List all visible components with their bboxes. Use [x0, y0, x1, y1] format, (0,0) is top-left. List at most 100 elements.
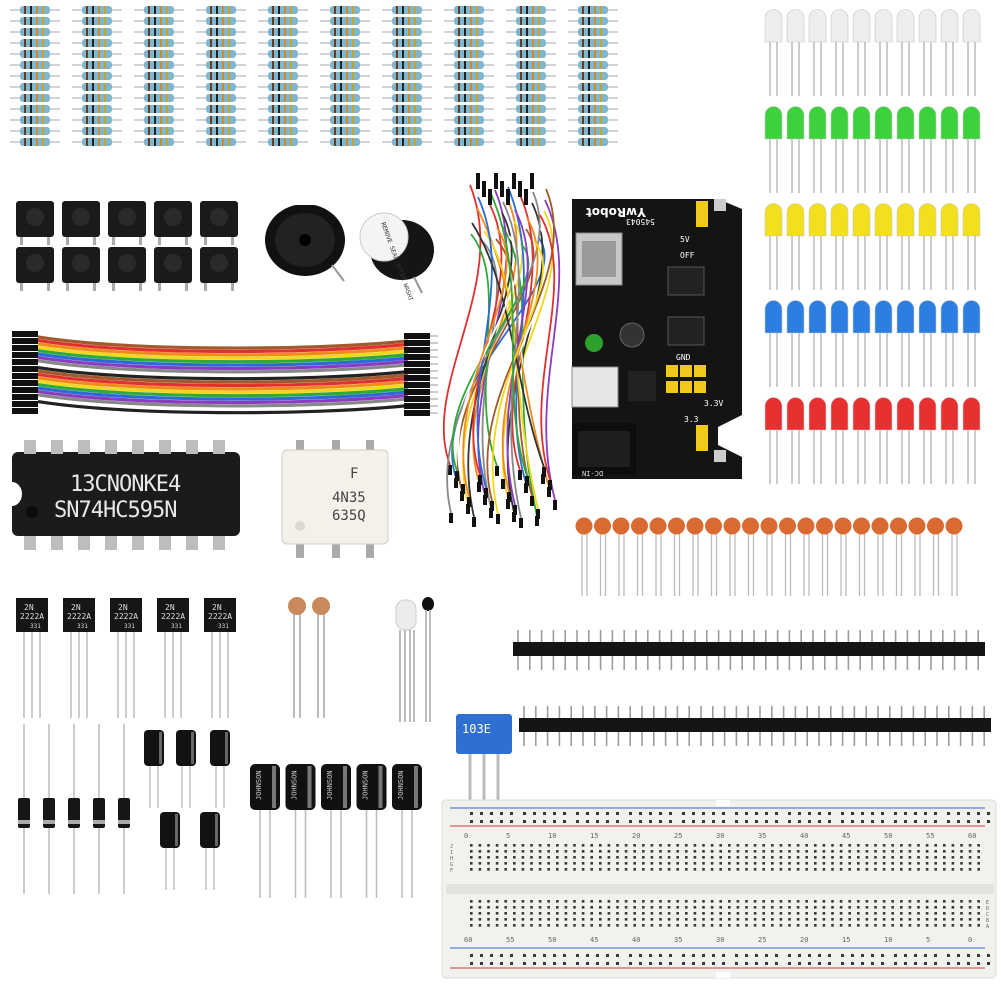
breadboard-column-number: 20: [632, 832, 640, 840]
breadboard-row-letter: B: [986, 918, 989, 924]
resistor-icon: [444, 61, 494, 69]
diode-icon: [93, 724, 105, 894]
resistor-icon: [258, 116, 308, 124]
transistor-marking: 2N: [71, 603, 81, 612]
led-icon: [962, 9, 981, 96]
capacitor-icon: [871, 517, 889, 596]
svg-text:F: F: [350, 466, 358, 482]
push-button-icon: [108, 247, 146, 291]
resistor-icon: [568, 50, 618, 58]
resistor-icon: [196, 28, 246, 36]
resistor-icon: [196, 94, 246, 102]
capacitor-icon: JOHNSON: [250, 764, 280, 898]
resistor-icon: [382, 50, 432, 58]
resistor-icon: [382, 83, 432, 91]
resistor-icon: [134, 83, 184, 91]
resistor-icon: [506, 94, 556, 102]
resistor-icon: [258, 6, 308, 14]
led-icon: [962, 300, 981, 387]
resistor-icon: [382, 138, 432, 146]
transistor-marking: 2N: [118, 603, 128, 612]
resistor-icon: [444, 72, 494, 80]
led-icon: [764, 300, 783, 387]
capacitor-icon: [176, 730, 196, 808]
resistor-icon: [382, 127, 432, 135]
resistor-icon: [10, 39, 60, 47]
transistor-marking: 331: [30, 623, 41, 630]
breadboard-column-number: 60: [464, 936, 472, 944]
resistor-icon: [382, 116, 432, 124]
push-button-icon: [154, 201, 192, 245]
led-icon: [940, 203, 959, 290]
led-icon: [808, 300, 827, 387]
capacitor-icon: [908, 517, 926, 596]
transistor-marking: 331: [77, 623, 88, 630]
capacitor-icon: [144, 730, 164, 808]
resistor-icon: [134, 105, 184, 113]
resistor-icon: [10, 50, 60, 58]
transistor-marking: 2222A: [114, 612, 138, 621]
led-icon: [874, 397, 893, 484]
capacitor-icon: [668, 517, 685, 596]
led-icon: [918, 9, 937, 96]
led-icon: [896, 203, 915, 290]
resistor-icon: [196, 6, 246, 14]
resistor-icon: [10, 28, 60, 36]
module-off-label: OFF: [680, 251, 695, 260]
led-icon: [808, 9, 827, 96]
resistor-icon: [320, 127, 370, 135]
resistor-icon: [196, 39, 246, 47]
led-icon: [940, 106, 959, 193]
module-dc-label: DC-IN: [582, 469, 604, 477]
led-icon: [918, 203, 937, 290]
breadboard-row-letter: D: [986, 906, 989, 912]
breadboard-column-number: 5: [926, 936, 930, 944]
capacitor-icon: [210, 730, 230, 808]
resistor-icon: [10, 72, 60, 80]
transistor-marking: 2222A: [161, 612, 185, 621]
resistor-icon: [196, 61, 246, 69]
resistor-icon: [196, 83, 246, 91]
transistor-marking: 331: [171, 623, 182, 630]
resistor-icon: [258, 127, 308, 135]
small-electrolytic-capacitors: [144, 730, 230, 890]
led-icon: [786, 9, 805, 96]
breadboard-column-number: 60: [968, 832, 976, 840]
capacitor-icon: [200, 812, 220, 890]
module-33-label: 3.3: [684, 415, 699, 424]
breadboard-column-number: 25: [758, 936, 766, 944]
resistor-icon: [320, 6, 370, 14]
thermistor-icon: [422, 597, 434, 722]
ic-marking-line1: 13CNONKE4: [70, 472, 181, 497]
module-33v-label: 3.3V: [704, 399, 724, 408]
breadboard-column-number: 50: [884, 832, 892, 840]
led-icon: [830, 300, 849, 387]
resistor-icon: [568, 72, 618, 80]
breadboard-column-number: 25: [674, 832, 682, 840]
module-code: 545043: [626, 217, 655, 226]
resistor-icon: [568, 28, 618, 36]
resistor-icon: [320, 94, 370, 102]
resistor-icon: [444, 105, 494, 113]
photoresistor-icon: [288, 597, 330, 718]
resistor-icon: [382, 17, 432, 25]
resistor-icon: [568, 6, 618, 14]
module-5v-label: 5V: [680, 235, 690, 244]
led-icon: [852, 106, 871, 193]
resistor-icon: [258, 39, 308, 47]
breadboard-row-letter: F: [450, 868, 453, 874]
capacitor-icon: [760, 517, 778, 596]
resistor-icon: [10, 127, 60, 135]
led-icon: [808, 106, 827, 193]
resistor-icon: [134, 17, 184, 25]
breadboard-column-number: 20: [800, 936, 808, 944]
capacitor-icon: JOHNSON: [392, 764, 422, 898]
resistor-icon: [196, 17, 246, 25]
capacitor-icon: [631, 517, 648, 596]
capacitor-icon: JOHNSON: [321, 764, 351, 898]
led-icon: [786, 397, 805, 484]
resistor-icon: [72, 17, 122, 25]
capacitor-brand: JOHNSON: [397, 770, 405, 800]
